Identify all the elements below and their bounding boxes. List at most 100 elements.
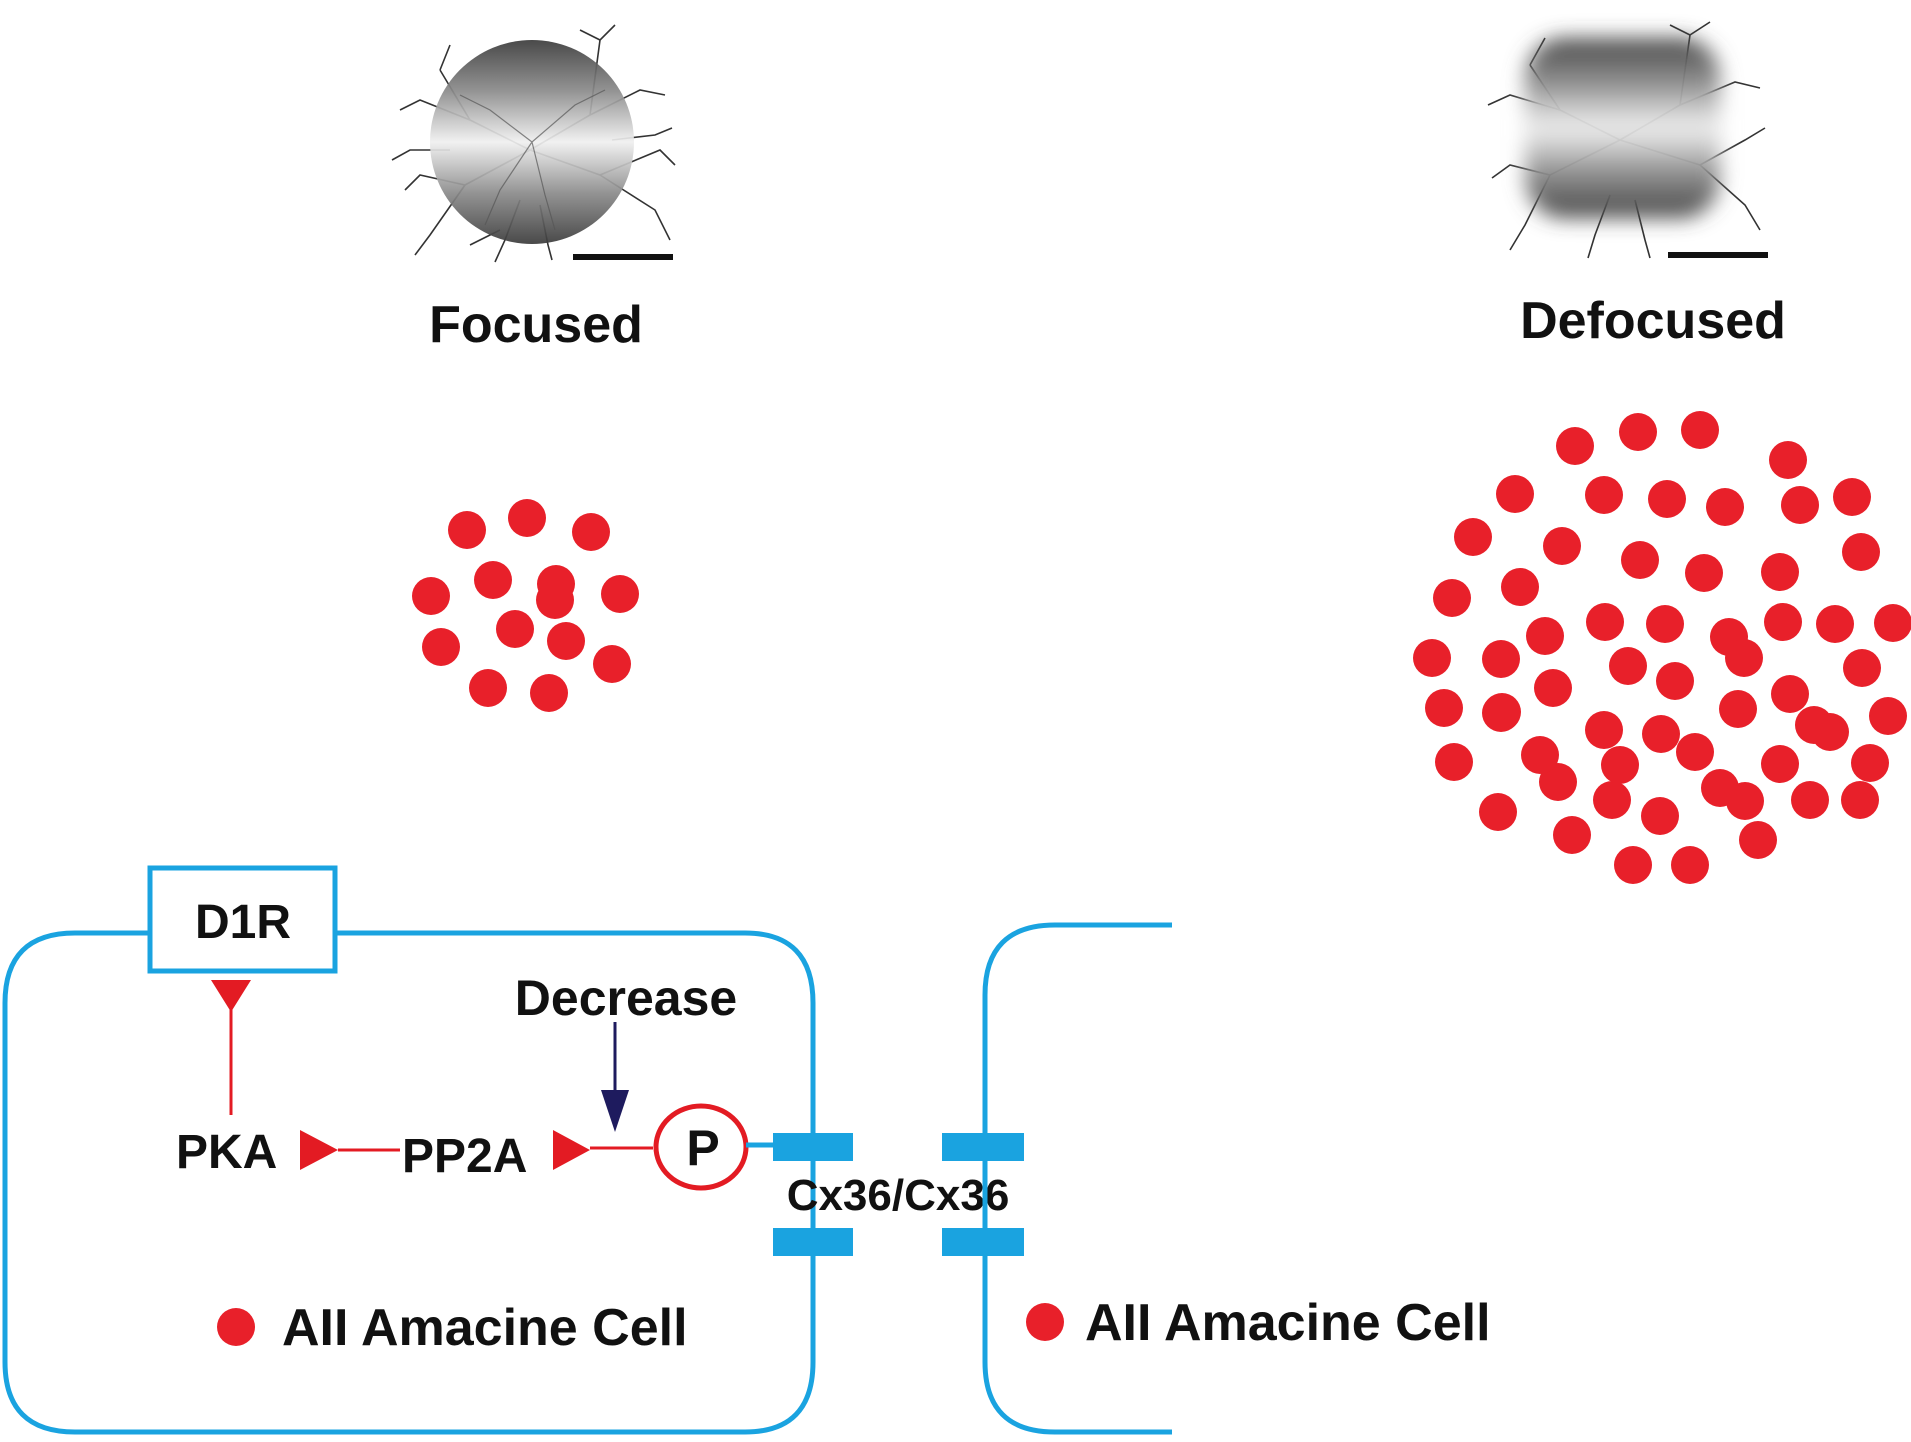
focused-cluster-dot	[422, 628, 460, 666]
pp2a-arrowhead-icon	[553, 1130, 590, 1170]
focused-scale-bar	[573, 254, 673, 260]
defocused-cluster-dot	[1769, 441, 1807, 479]
defocused-blur-disc	[1525, 38, 1720, 218]
defocused-cluster-dot	[1601, 746, 1639, 784]
defocused-cluster-dot	[1614, 846, 1652, 884]
decrease-arrow	[601, 1022, 629, 1132]
focused-cluster-dot	[412, 577, 450, 615]
defocused-cluster-dot	[1764, 603, 1802, 641]
junction-block-left-top	[773, 1133, 853, 1161]
pp2a-label: PP2A	[402, 1130, 527, 1183]
defocused-cluster-dot	[1719, 690, 1757, 728]
left-cell-label: AII Amacine Cell	[282, 1299, 688, 1357]
defocused-cluster-dot	[1869, 697, 1907, 735]
pp2a-to-phospho-link	[553, 1130, 653, 1170]
defocused-cluster-dot	[1816, 605, 1854, 643]
defocused-cluster-dot	[1539, 763, 1577, 801]
junction-label: Cx36/Cx36	[787, 1171, 1010, 1220]
focused-neuron-image	[391, 24, 676, 263]
defocused-cluster-dot	[1526, 617, 1564, 655]
defocused-cluster-dot	[1413, 639, 1451, 677]
d1r-inhibition-icon	[211, 980, 251, 1012]
defocused-cluster-dot	[1671, 846, 1709, 884]
right-cell-membrane	[982, 922, 1172, 1435]
phospho-label: P	[686, 1120, 719, 1176]
defocused-neuron-image	[1487, 21, 1768, 259]
pka-to-pp2a-link	[300, 1130, 400, 1170]
defocused-cluster-dot	[1646, 605, 1684, 643]
defocused-cluster-dot	[1435, 743, 1473, 781]
defocused-cluster-dot	[1521, 736, 1559, 774]
left-cell-membrane	[2, 930, 816, 1435]
defocused-cluster-dot	[1482, 694, 1520, 732]
defocused-cluster-dot	[1496, 475, 1534, 513]
defocused-cluster-dot	[1761, 745, 1799, 783]
right-cell-label: AII Amacine Cell	[1085, 1294, 1491, 1352]
defocused-cluster-dot	[1706, 488, 1744, 526]
defocused-cluster-dot	[1676, 733, 1714, 771]
defocused-cluster-dot	[1842, 533, 1880, 571]
defocused-cluster-dot	[1501, 568, 1539, 606]
focused-label: Focused	[429, 296, 643, 354]
defocused-cluster-dot	[1642, 715, 1680, 753]
defocused-cluster-dot	[1619, 413, 1657, 451]
junction-block-left-bottom	[773, 1228, 853, 1256]
focused-cluster-dot	[572, 513, 610, 551]
defocused-cluster-dot	[1685, 554, 1723, 592]
defocused-cluster-dot	[1781, 486, 1819, 524]
defocused-label: Defocused	[1520, 292, 1786, 350]
focused-cluster-dot	[593, 645, 631, 683]
defocused-cluster-dot	[1585, 711, 1623, 749]
defocused-cluster-dot	[1621, 541, 1659, 579]
defocused-cluster-dot	[1833, 478, 1871, 516]
defocused-cluster-dot	[1791, 781, 1829, 819]
arrow-down-icon	[601, 1090, 629, 1132]
defocused-scale-bar	[1668, 252, 1768, 258]
defocused-cluster-dot	[1556, 427, 1594, 465]
decrease-label: Decrease	[515, 970, 737, 1026]
focused-cluster-dot	[547, 622, 585, 660]
defocused-cluster-dot	[1851, 744, 1889, 782]
defocused-cluster-dot	[1648, 480, 1686, 518]
defocused-cluster-dot	[1425, 689, 1463, 727]
defocused-cluster-dot	[1534, 669, 1572, 707]
defocused-cluster-dot	[1433, 579, 1471, 617]
defocused-cluster-dot	[1454, 518, 1492, 556]
defocused-cluster-dot	[1761, 553, 1799, 591]
defocused-cluster-dot	[1811, 713, 1849, 751]
defocused-dot-cluster	[1413, 411, 1911, 884]
defocused-cluster-dot	[1593, 781, 1631, 819]
focused-cluster-dot	[469, 669, 507, 707]
defocused-cluster-dot	[1739, 821, 1777, 859]
defocused-cluster-dot	[1681, 411, 1719, 449]
defocused-cluster-dot	[1479, 793, 1517, 831]
d1r-receptor-box	[147, 865, 338, 974]
pka-label: PKA	[176, 1126, 277, 1179]
defocused-cluster-dot	[1726, 782, 1764, 820]
defocused-cluster-dot	[1585, 476, 1623, 514]
focused-cluster-dot	[536, 581, 574, 619]
defocused-cluster-dot	[1874, 604, 1911, 642]
left-cell-dot-icon	[217, 1308, 255, 1346]
d1r-to-pka-link	[211, 980, 251, 1115]
defocused-cluster-dot	[1841, 781, 1879, 819]
focused-dot-cluster	[412, 499, 639, 712]
defocused-cluster-dot	[1725, 639, 1763, 677]
d1r-label: D1R	[195, 896, 291, 949]
focused-cluster-dot	[496, 610, 534, 648]
focused-cluster-dot	[508, 499, 546, 537]
defocused-cluster-dot	[1843, 649, 1881, 687]
defocused-cluster-dot	[1609, 647, 1647, 685]
defocused-cluster-dot	[1482, 640, 1520, 678]
defocused-cluster-dot	[1553, 816, 1591, 854]
right-cell-dot-icon	[1026, 1303, 1064, 1341]
focused-cluster-dot	[530, 674, 568, 712]
defocused-cluster-dot	[1586, 603, 1624, 641]
focused-cluster-dot	[448, 511, 486, 549]
defocused-cluster-dot	[1656, 662, 1694, 700]
pka-arrowhead-icon	[300, 1130, 338, 1170]
focused-cluster-dot	[474, 561, 512, 599]
defocused-cluster-dot	[1771, 675, 1809, 713]
defocused-cluster-dot	[1641, 797, 1679, 835]
